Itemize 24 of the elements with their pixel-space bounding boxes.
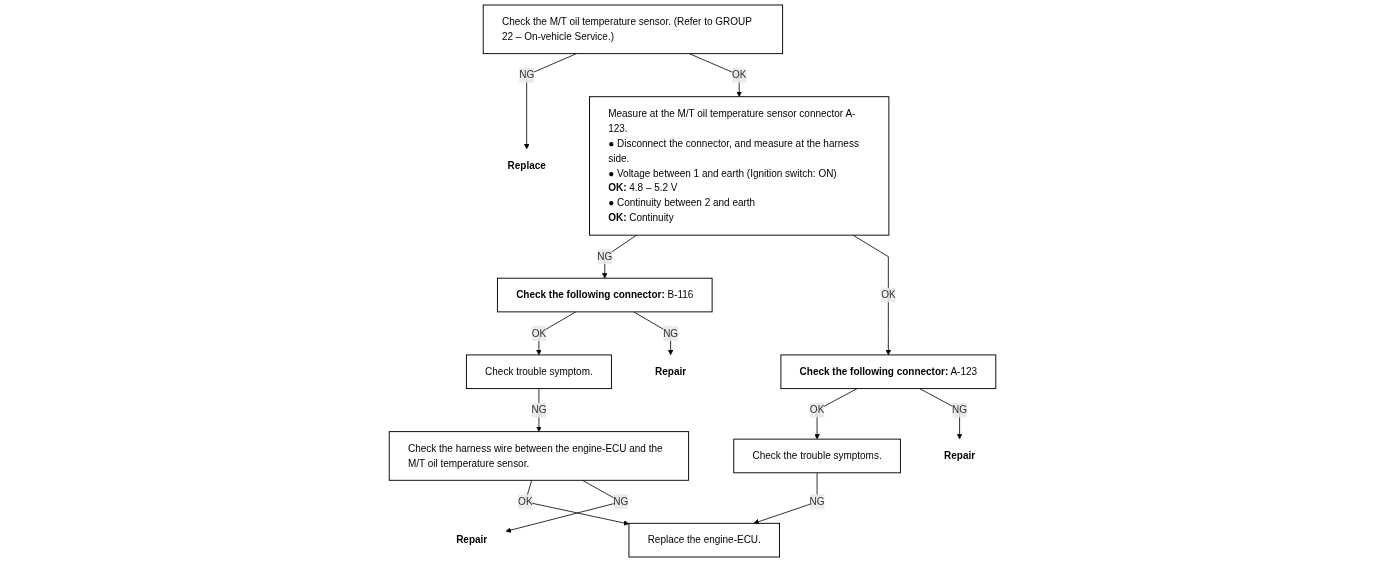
edge-label: OK	[518, 496, 533, 507]
node-box: Replace the engine-ECU.	[628, 522, 780, 558]
edge-label: NG	[597, 251, 613, 262]
node-box: Check the M/T oil temperature sensor. (Refer to GROUP 22 – On-vehicle Service.)	[482, 4, 784, 55]
node-box: Check the following connector: B-116	[496, 277, 713, 313]
edge-label: NG	[663, 327, 679, 339]
node-text: Replace	[507, 160, 546, 171]
edge-label: OK	[881, 289, 896, 301]
edge-label: NG	[531, 404, 547, 416]
edge-label: NG	[952, 404, 968, 416]
node-text: Repair	[944, 450, 976, 461]
node-box: Check the trouble symptoms.	[733, 438, 901, 474]
edge-label: OK	[731, 69, 747, 81]
node-box: Measure at the M/T oil temperature sensor connector A-123. ● Disconnect the connector, and measure at the harness side. ● Voltage between 1 and earth (Ignition switch: ON) OK: 4.8 – 5.2 V ● Continuity between 2 and earth OK: Continuity	[589, 96, 890, 236]
edge-label: NG	[613, 496, 629, 507]
edge-label: OK	[531, 327, 547, 339]
edge-label: NG	[519, 69, 535, 81]
node-box: Check trouble symptom.	[465, 354, 612, 390]
node-box: Check the following connector: A-123	[780, 354, 997, 390]
edge-label: NG	[809, 496, 825, 507]
node-box: Check the harness wire between the engine-ECU and the M/T oil temperature sensor.	[388, 431, 690, 481]
node-text: Repair	[655, 366, 687, 377]
edge-label: OK	[809, 404, 825, 416]
node-text: Repair	[456, 534, 488, 546]
